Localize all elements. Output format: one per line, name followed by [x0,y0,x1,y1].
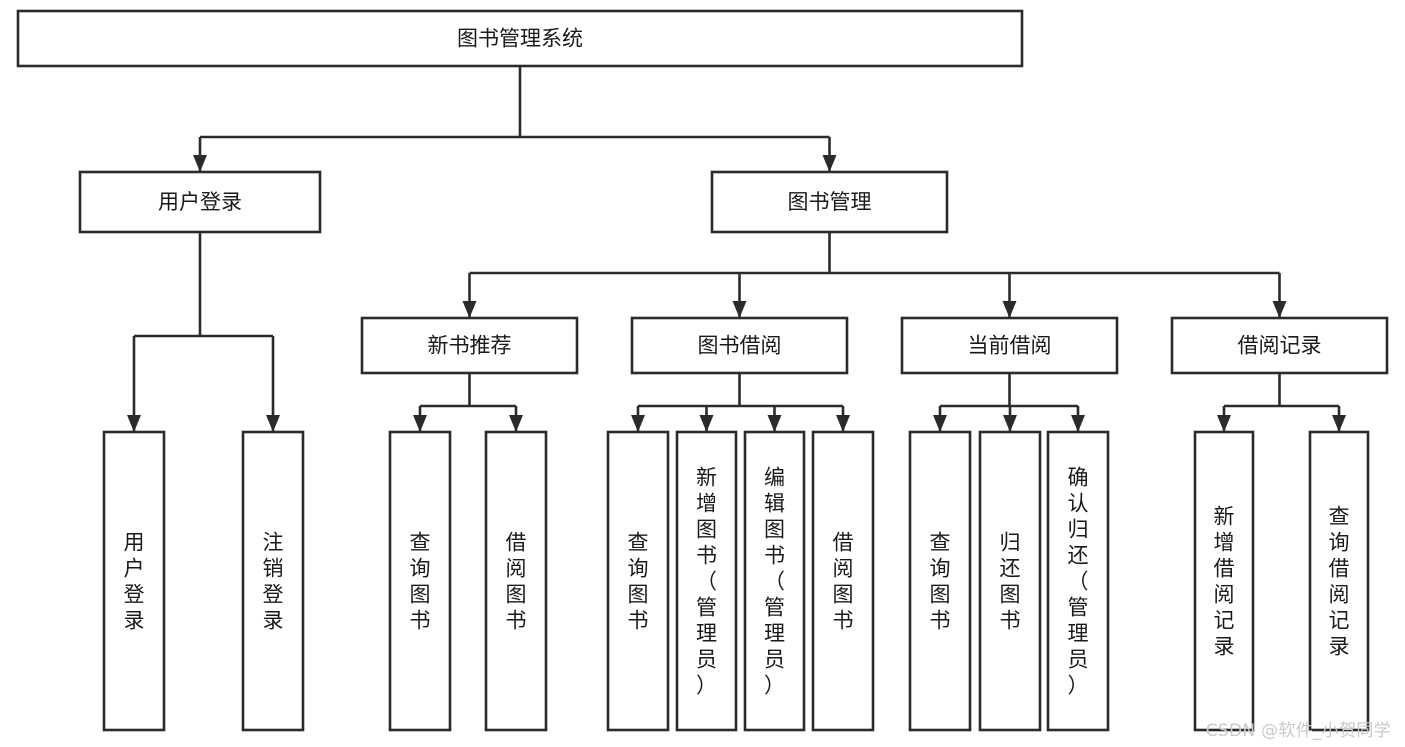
node-layer: 图书管理系统用户登录图书管理新书推荐图书借阅当前借阅借阅记录用户登录注销登录查询… [16,9,1389,732]
node-label-leaf-borrow-book-2: 借阅图书 [833,530,854,632]
connector-group-user-login [127,232,280,432]
node-label-current-borrow: 当前借阅 [968,334,1052,358]
node-label-leaf-query-record: 查询借阅记录 [1329,504,1350,658]
node-box-leaf-query-record[interactable] [1308,430,1370,732]
node-current-borrow[interactable]: 当前借阅 [900,316,1119,375]
node-box-root[interactable] [16,9,1024,68]
node-label-leaf-borrow-book-1: 借阅图书 [506,530,527,632]
node-label-new-book-rec: 新书推荐 [428,334,512,358]
node-label-leaf-return-book: 归还图书 [1000,530,1021,632]
node-box-leaf-add-record[interactable] [1193,430,1255,732]
node-box-leaf-edit-book[interactable] [743,430,806,732]
node-box-leaf-user-login[interactable] [102,430,166,732]
connector-group-book-borrow [631,373,850,432]
node-leaf-logout[interactable]: 注销登录 [241,430,305,732]
node-box-leaf-logout[interactable] [241,430,305,732]
node-box-user-login[interactable] [78,170,322,234]
arrow-head-icon [732,301,747,318]
arrow-head-icon [1003,415,1017,432]
node-label-leaf-add-book: 新增图书（管理员） [696,465,717,697]
node-box-leaf-return-book[interactable] [978,430,1042,732]
node-leaf-user-login[interactable]: 用户登录 [102,430,166,732]
arrow-head-icon [1002,301,1017,318]
node-label-leaf-query-book-2: 查询图书 [628,530,649,632]
node-label-leaf-logout: 注销登录 [263,530,284,632]
arrow-head-icon [413,415,427,432]
node-leaf-query-book-2[interactable]: 查询图书 [606,430,670,732]
arrow-head-icon [509,415,523,432]
arrow-head-icon [699,415,714,432]
node-book-borrow[interactable]: 图书借阅 [630,316,849,375]
node-label-leaf-user-login: 用户登录 [124,530,145,632]
node-root[interactable]: 图书管理系统 [16,9,1024,68]
arrow-head-icon [1272,301,1287,318]
node-box-leaf-query-book-2[interactable] [606,430,670,732]
node-book-manage[interactable]: 图书管理 [710,170,949,234]
node-leaf-borrow-book-1[interactable]: 借阅图书 [484,430,548,732]
node-box-leaf-query-book-1[interactable] [388,430,452,732]
arrow-head-icon [631,415,645,432]
node-leaf-add-record[interactable]: 新增借阅记录 [1193,430,1255,732]
arrow-head-icon [836,415,850,432]
node-leaf-add-book[interactable]: 新增图书（管理员） [675,430,738,732]
node-label-user-login: 用户登录 [158,190,242,214]
arrow-head-icon [193,155,207,172]
arrow-head-icon [767,415,782,432]
node-borrow-record[interactable]: 借阅记录 [1170,316,1389,375]
node-user-login[interactable]: 用户登录 [78,170,322,234]
node-leaf-return-book[interactable]: 归还图书 [978,430,1042,732]
node-leaf-query-book-3[interactable]: 查询图书 [908,430,972,732]
node-label-book-borrow: 图书借阅 [698,334,782,358]
arrow-head-icon [127,415,141,432]
connector-layer [127,66,1346,432]
connector-group-root [193,66,837,172]
connector-group-borrow-record [1217,373,1346,432]
node-box-new-book-rec[interactable] [360,316,579,375]
node-label-leaf-add-record: 新增借阅记录 [1214,504,1235,658]
node-leaf-query-record[interactable]: 查询借阅记录 [1308,430,1370,732]
node-box-leaf-query-book-3[interactable] [908,430,972,732]
node-leaf-query-book-1[interactable]: 查询图书 [388,430,452,732]
node-box-borrow-record[interactable] [1170,316,1389,375]
arrow-head-icon [266,415,280,432]
node-label-leaf-query-book-1: 查询图书 [410,530,431,632]
node-box-leaf-confirm-return[interactable] [1046,430,1110,732]
connector-group-current-borrow [933,373,1085,432]
arrow-head-icon [1332,415,1346,432]
node-leaf-borrow-book-2[interactable]: 借阅图书 [811,430,875,732]
node-new-book-rec[interactable]: 新书推荐 [360,316,579,375]
node-box-book-borrow[interactable] [630,316,849,375]
node-label-root: 图书管理系统 [457,27,583,51]
arrow-head-icon [933,415,947,432]
node-label-book-manage: 图书管理 [788,190,872,214]
node-label-leaf-query-book-3: 查询图书 [930,530,951,632]
arrow-head-icon [1071,415,1085,432]
node-box-current-borrow[interactable] [900,316,1119,375]
node-leaf-edit-book[interactable]: 编辑图书（管理员） [743,430,806,732]
node-box-leaf-borrow-book-1[interactable] [484,430,548,732]
node-box-leaf-add-book[interactable] [675,430,738,732]
node-label-leaf-edit-book: 编辑图书（管理员） [764,465,785,697]
arrow-head-icon [822,155,837,172]
node-label-leaf-confirm-return: 确认归还（管理员） [1068,465,1089,697]
connector-group-new-book-rec [413,373,523,432]
node-box-book-manage[interactable] [710,170,949,234]
csdn-watermark: CSDN @软件_小贺同学 [1205,721,1391,741]
node-label-borrow-record: 借阅记录 [1238,334,1322,358]
connector-group-book-manage [462,232,1287,318]
arrow-head-icon [1217,415,1231,432]
node-box-leaf-borrow-book-2[interactable] [811,430,875,732]
arrow-head-icon [462,301,477,318]
node-leaf-confirm-return[interactable]: 确认归还（管理员） [1046,430,1110,732]
